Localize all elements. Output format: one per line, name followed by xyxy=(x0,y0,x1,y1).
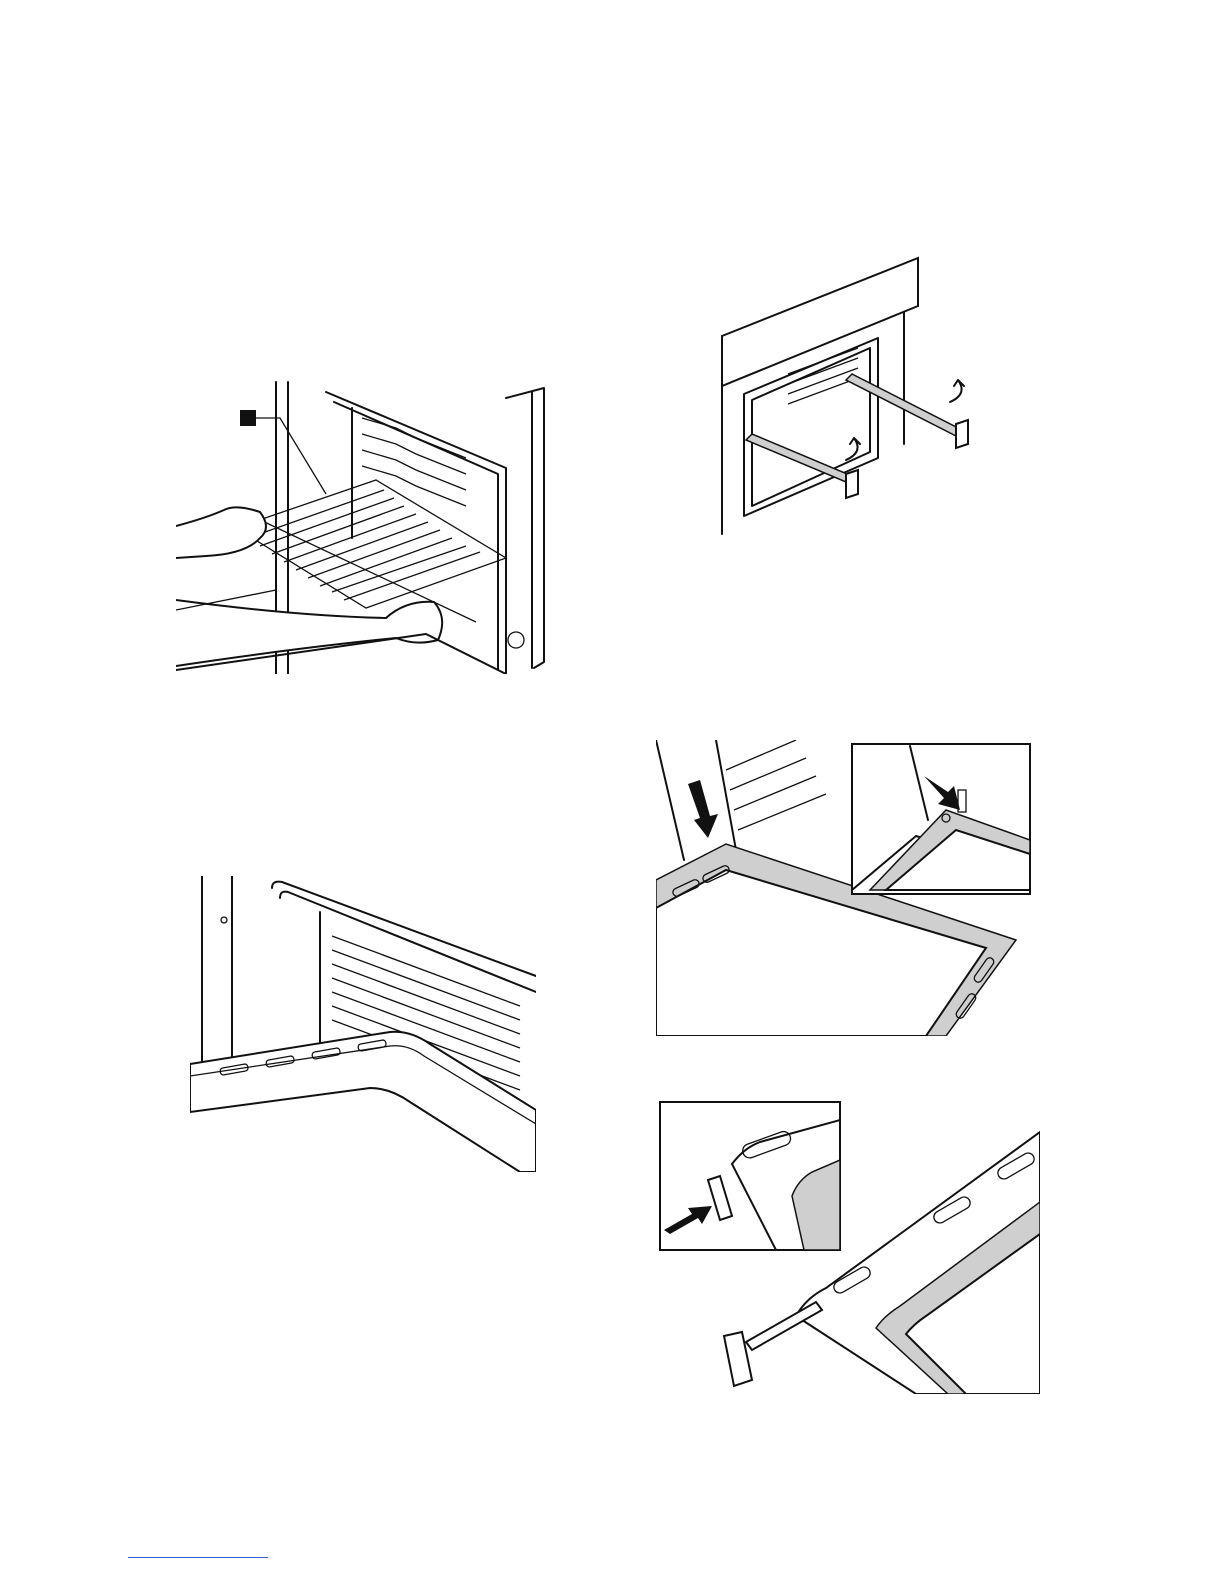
figure-tray-on-racks xyxy=(190,876,536,1172)
figure-tray-rail xyxy=(656,1098,1040,1394)
figure-telescopic-rails xyxy=(718,254,980,538)
figure-tray-clip xyxy=(656,740,1036,1036)
figure-shelf-insert xyxy=(176,378,556,674)
footer-rule xyxy=(128,1557,268,1558)
